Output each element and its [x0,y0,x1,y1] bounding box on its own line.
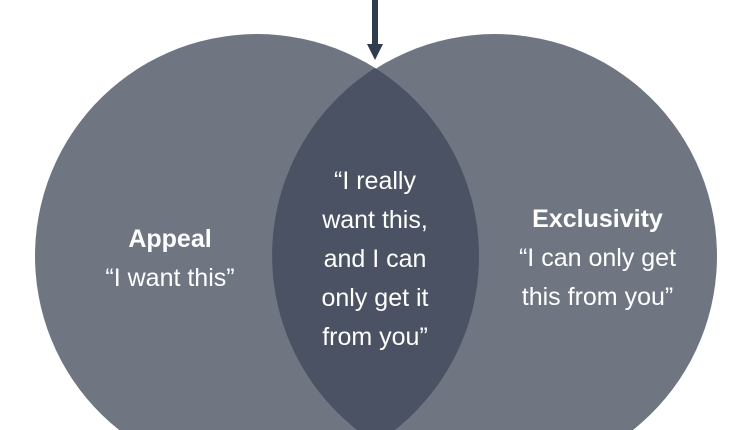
appeal-title: Appeal [128,225,212,253]
exclusivity-title: Exclusivity [532,205,663,233]
down-arrow-icon [367,0,383,60]
overlap-line: only get it [321,284,429,312]
overlap-label: “I really want this, and I can only get … [280,162,470,357]
overlap-line: and I can [323,245,427,273]
overlap-line: “I really [334,167,416,195]
overlap-line: want this, [322,206,428,234]
exclusivity-label: Exclusivity “I can only get this from yo… [480,200,715,317]
overlap-line: from you” [322,323,428,351]
exclusivity-quote-line: “I can only get [518,244,677,272]
overlap-region [272,68,479,430]
appeal-label: Appeal “I want this” [60,220,280,298]
appeal-quote: “I want this” [105,264,235,292]
exclusivity-quote-line: this from you” [521,283,674,311]
